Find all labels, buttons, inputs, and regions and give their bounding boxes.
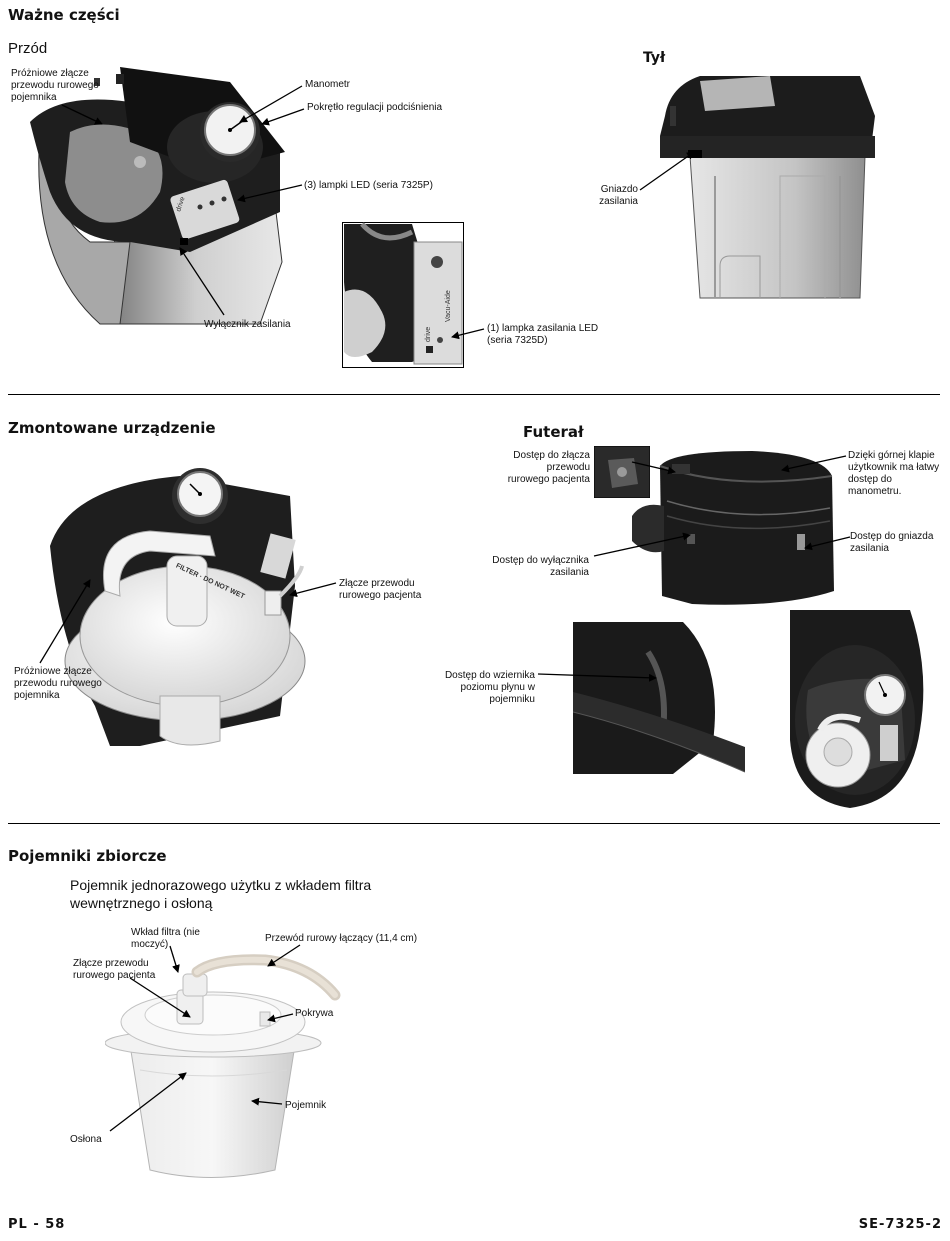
footer-page-number: PL - 58 [8, 1217, 66, 1232]
sleeve-label: Osłona [70, 1134, 102, 1145]
container-image [105, 954, 341, 1178]
footer-doc-code: SE-7325-2 [858, 1217, 942, 1232]
inset-brand-drive: drive [425, 327, 432, 342]
case-heading: Futerał [523, 423, 584, 441]
assembled-unit-image: FILTER · DO NOT WET [50, 468, 306, 746]
inset-brand-vacu: Vacu-Aide [445, 290, 452, 322]
case-top-flap-label: Dzięki górnej klapie użytkownik ma łatwy… [848, 450, 940, 497]
container-label: Pojemnik [285, 1100, 327, 1111]
manometer-label: Manometr [305, 79, 351, 90]
vacuum-knob-label: Pokrętło regulacji podciśnienia [307, 102, 443, 113]
lid-label: Pokrywa [295, 1008, 334, 1019]
section-divider [8, 394, 940, 395]
case-socket-access-label: Dostęp do gniazda zasilania [850, 531, 934, 554]
page-title: Ważne części [8, 6, 120, 24]
container-patient-port-label: Złącze przewodu rurowego pacjenta [73, 958, 156, 981]
filter-label: Wkład filtra (nie moczyć) [131, 927, 200, 950]
front-heading: Przód [8, 40, 48, 57]
power-socket-label: Gniazdo zasilania [599, 184, 638, 207]
front-inset-image: Vacu-Aide drive [342, 222, 464, 368]
assembled-heading: Zmontowane urządzenie [8, 419, 216, 437]
front-brand-drive: drive [175, 196, 186, 213]
case-front-image [632, 451, 834, 605]
section-divider [8, 823, 940, 824]
containers-subheading: Pojemnik jednorazowego użytku z wkładem … [70, 877, 372, 911]
case-patient-access-label: Dostęp do złącza przewodu rurowego pacje… [507, 450, 590, 485]
containers-heading: Pojemniki zbiorcze [8, 847, 167, 865]
leds-p-label: (3) lampki LED (seria 7325P) [304, 180, 433, 191]
case-sight-glass-label: Dostęp do wziernika poziomu płynu w poje… [444, 670, 535, 705]
led-d-label: (1) lampka zasilania LED (seria 7325D) [487, 323, 599, 346]
tube-label: Przewód rurowy łączący (11,4 cm) [265, 933, 418, 944]
back-unit-image [660, 76, 875, 299]
back-heading: Tył [643, 50, 666, 66]
power-switch-label: Wyłącznik zasilania [204, 319, 291, 330]
case-side-image [573, 622, 745, 774]
case-open-image [790, 610, 924, 808]
case-switch-access-label: Dostęp do wyłącznika zasilania [492, 555, 589, 578]
front-vacuum-port-label: Próżniowe złącze przewodu rurowego pojem… [11, 68, 99, 103]
assembled-patient-port-label: Złącze przewodu rurowego pacjenta [339, 578, 422, 601]
assembled-vacuum-port-label: Próżniowe złącze przewodu rurowego pojem… [14, 666, 102, 701]
